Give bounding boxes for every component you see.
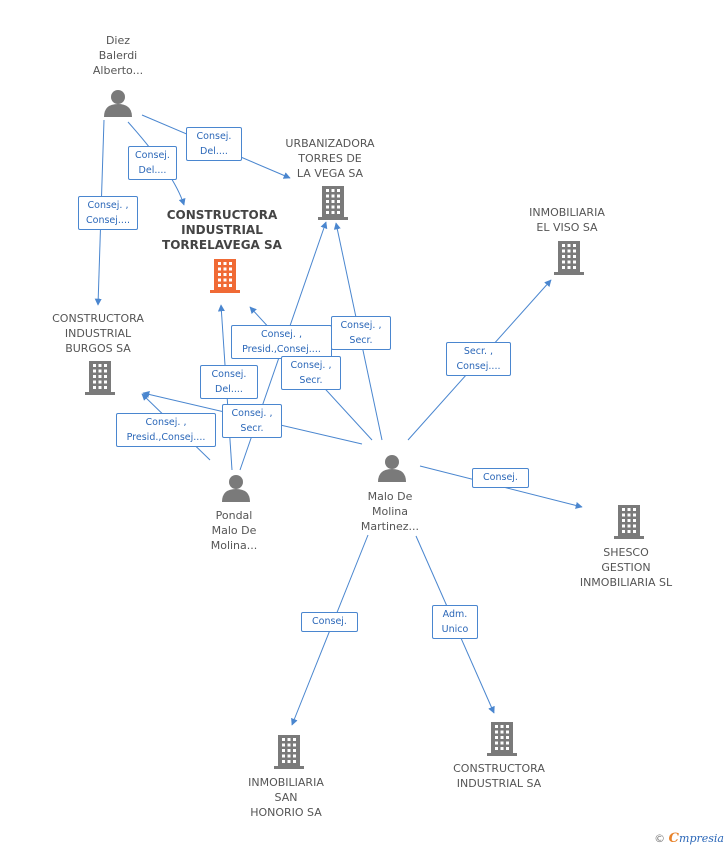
node-label-line: TORRES DE xyxy=(298,152,362,165)
pondal-person-icon[interactable] xyxy=(222,475,250,502)
footer-brand: © Cmpresia xyxy=(654,831,724,846)
node-label-line: Molina... xyxy=(210,539,258,552)
node-label-line: INMOBILIARIA xyxy=(248,776,324,789)
shesco-building-icon[interactable] xyxy=(614,505,644,539)
inmoviso-label[interactable]: INMOBILIARIA EL VISO SA xyxy=(487,205,647,235)
node-label-line: BURGOS SA xyxy=(65,342,131,355)
node-label-line: CONSTRUCTORA xyxy=(52,312,144,325)
node-label-line: Molina xyxy=(371,505,409,518)
node-label-line: INDUSTRIAL xyxy=(181,223,263,237)
urbanizadora-building-icon[interactable] xyxy=(318,186,348,220)
node-label-line: Pondal xyxy=(215,509,253,522)
sanhonorio-building-icon[interactable] xyxy=(274,735,304,769)
node-label-line: Diez xyxy=(105,34,131,47)
copyright-symbol: © xyxy=(654,832,666,845)
edge-label-malo-to-cind[interactable]: Adm. Unico xyxy=(432,605,478,639)
edge-label-malo-to-shesco[interactable]: Consej. xyxy=(472,468,529,488)
node-label-line: LA VEGA SA xyxy=(296,167,364,180)
edge-label-diez-to-ctorrelavega[interactable]: Consej. Del.... xyxy=(128,146,177,180)
edge-label-pondal-to-ctorrelavega[interactable]: Consej. , Presid.,Consej.... xyxy=(231,325,332,359)
edge-label-malo-to-urbanizadora[interactable]: Consej. , Secr. xyxy=(331,316,391,350)
edge-label-line: Secr. xyxy=(349,335,373,346)
edge-label-line: Consej. , xyxy=(290,360,332,371)
edge-label-pondal-to-urbanizadora[interactable]: Consej. , Secr. xyxy=(281,356,341,390)
edge-label-line: Consej.... xyxy=(456,361,501,372)
node-label-line: TORRELAVEGA SA xyxy=(162,238,282,252)
edge-label-line: Secr. , xyxy=(463,346,494,357)
edge-label-malo-to-cburgos[interactable]: Consej. , Secr. xyxy=(222,404,282,438)
node-label-line: Balerdi xyxy=(98,49,138,62)
node-label-line: INMOBILIARIA xyxy=(529,206,605,219)
edge-label-line: Presid.,Consej.... xyxy=(242,344,321,355)
brand-name: mpresia xyxy=(679,832,724,845)
node-label-line: Malo De xyxy=(211,524,257,537)
node-label-line: INDUSTRIAL xyxy=(64,327,132,340)
edge-label-line: Consej. xyxy=(483,472,518,483)
node-label-line: URBANIZADORA xyxy=(285,137,375,150)
edge-label-line: Secr. xyxy=(299,375,323,386)
edge-label-malo-to-sanhonorio[interactable]: Consej. xyxy=(301,612,358,632)
node-label-line: Malo De xyxy=(367,490,413,503)
node-label-line: INMOBILIARIA SL xyxy=(579,576,673,589)
edge-label-pondal-to-cburgos[interactable]: Consej. , Presid.,Consej.... xyxy=(116,413,216,447)
node-label-line: INDUSTRIAL SA xyxy=(456,777,542,790)
edge-label-line: Presid.,Consej.... xyxy=(126,432,206,443)
node-label-line: CONSTRUCTORA xyxy=(453,762,545,775)
edge-label-line: Consej. xyxy=(211,369,247,380)
cind-building-icon[interactable] xyxy=(487,722,517,756)
urbanizadora-label[interactable]: URBANIZADORA TORRES DE LA VEGA SA xyxy=(250,136,410,181)
edge-label-line: Del.... xyxy=(200,146,228,157)
edge-label-line: Del.... xyxy=(215,384,243,395)
edge-label-line: Consej. , xyxy=(231,408,273,419)
node-label-line: Alberto... xyxy=(92,64,144,77)
inmoviso-building-icon[interactable] xyxy=(554,241,584,275)
edge-label-line: Adm. xyxy=(442,609,468,620)
edge-label-line: Consej. , xyxy=(145,417,187,428)
node-label-line: CONSTRUCTORA xyxy=(166,208,278,222)
edge-label-line: Secr. xyxy=(240,423,264,434)
edge-label-line: Consej. xyxy=(196,131,232,142)
node-label-line: EL VISO SA xyxy=(536,221,598,234)
edge-label-line: Del.... xyxy=(138,165,167,176)
sanhonorio-label[interactable]: INMOBILIARIA SAN HONORIO SA xyxy=(206,775,366,820)
edge-label-line: Consej. , xyxy=(340,320,382,331)
cind-label[interactable]: CONSTRUCTORA INDUSTRIAL SA xyxy=(419,761,579,791)
edge-label-line: Consej. , xyxy=(87,200,129,211)
edge-label-line: Unico xyxy=(441,624,469,635)
edge-label-diez-to-cburgos[interactable]: Consej. , Consej.... xyxy=(78,196,138,230)
diez-person-icon[interactable] xyxy=(104,90,132,117)
shesco-label[interactable]: SHESCO GESTION INMOBILIARIA SL xyxy=(546,545,706,590)
node-label-line: SAN xyxy=(274,791,298,804)
malo-person-icon[interactable] xyxy=(378,455,406,482)
edge-label-diez-to-urbanizadora[interactable]: Consej. Del.... xyxy=(186,127,242,161)
edge-label-malo-to-ctorrelavega[interactable]: Consej. Del.... xyxy=(200,365,258,399)
cburgos-building-icon[interactable] xyxy=(85,361,115,395)
edge-label-line: Consej.... xyxy=(86,215,130,226)
brand-logo-letter: C xyxy=(668,831,680,846)
edge-label-line: Consej. xyxy=(312,616,347,627)
edge-label-line: Consej. xyxy=(135,150,170,161)
edge-label-malo-to-inmoviso[interactable]: Secr. , Consej.... xyxy=(446,342,511,376)
cburgos-label[interactable]: CONSTRUCTORA INDUSTRIAL BURGOS SA xyxy=(18,311,178,356)
edge-label-line: Consej. , xyxy=(261,329,302,340)
ctorrelavega-building-icon[interactable] xyxy=(210,259,240,293)
node-label-line: HONORIO SA xyxy=(250,806,322,819)
node-label-line: GESTION xyxy=(601,561,651,574)
node-label-line: Martinez... xyxy=(360,520,420,533)
node-label-line: SHESCO xyxy=(603,546,649,559)
